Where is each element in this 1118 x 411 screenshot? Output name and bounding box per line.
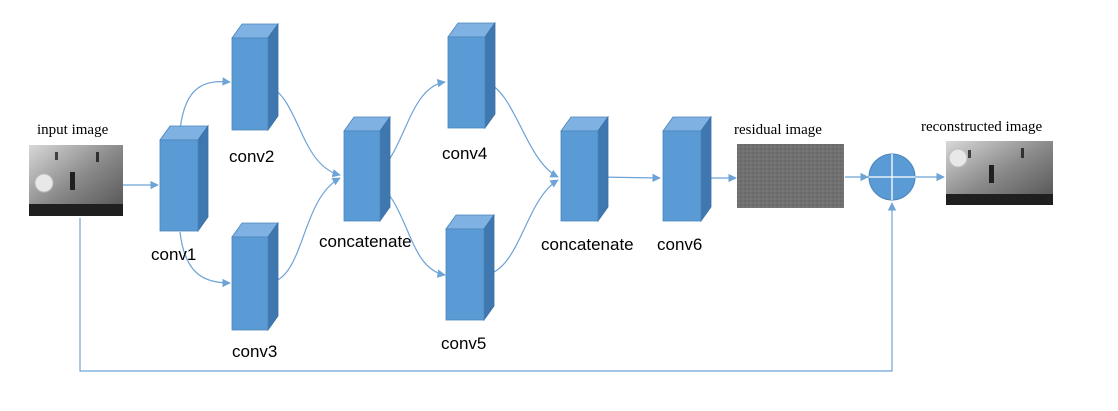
arrow-conv5-to-concat2 bbox=[484, 179, 559, 276]
block-concatenate-1 bbox=[343, 115, 391, 223]
residual-image bbox=[737, 144, 844, 208]
conv1-label: conv1 bbox=[151, 245, 197, 264]
conv4-label: conv4 bbox=[442, 144, 488, 163]
block-conv4 bbox=[447, 21, 496, 130]
arrow-conv2-to-concat1 bbox=[267, 84, 341, 178]
concatenate-1-label: concatenate bbox=[319, 232, 412, 251]
block-conv6 bbox=[662, 115, 712, 223]
conv3-label: conv3 bbox=[232, 342, 278, 361]
input-image-label: input image bbox=[37, 122, 109, 138]
arrow-conv1-to-conv2 bbox=[179, 77, 231, 131]
input-image-thumbnail bbox=[29, 145, 123, 216]
arrow-conv4-to-concat2 bbox=[484, 81, 559, 178]
conv5-label: conv5 bbox=[441, 334, 487, 353]
block-conv5 bbox=[445, 213, 495, 322]
concatenate-2-label: concatenate bbox=[541, 235, 634, 254]
circle-plus-icon bbox=[868, 153, 916, 201]
block-conv1 bbox=[159, 124, 209, 233]
reconstructed-image-thumbnail bbox=[946, 141, 1053, 205]
conv2-label: conv2 bbox=[229, 147, 275, 166]
arrow-conv3-to-concat1 bbox=[267, 177, 341, 284]
conv6-label: conv6 bbox=[657, 235, 703, 254]
block-concatenate-2 bbox=[560, 115, 609, 223]
block-conv3 bbox=[231, 221, 279, 332]
reconstructed-image-label: reconstructed image bbox=[921, 119, 1043, 135]
block-conv2 bbox=[231, 22, 279, 132]
skip-connection bbox=[79, 202, 897, 372]
arrow-conv1-to-conv3 bbox=[179, 231, 231, 288]
residual-image-label: residual image bbox=[734, 122, 822, 138]
